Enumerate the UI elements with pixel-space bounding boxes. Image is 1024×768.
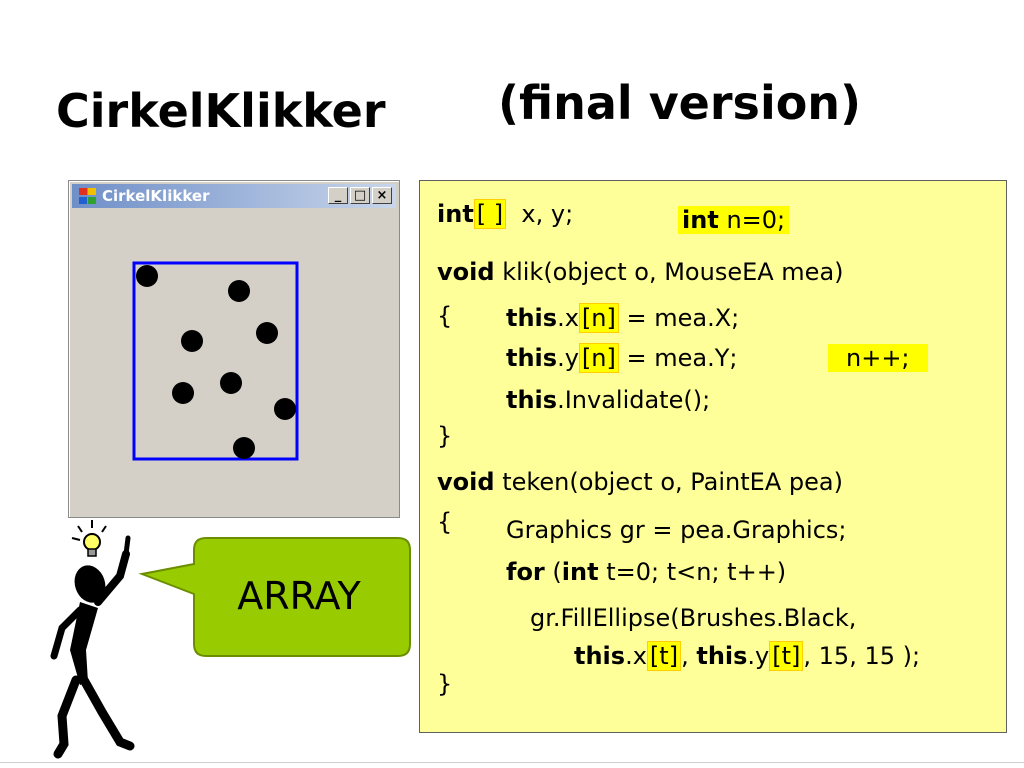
code-line-8: for (int t=0; t<n; t++) [506, 557, 786, 587]
code-box: int[ ] x, y; int n=0; void klik(object o… [419, 180, 1007, 733]
keyword: this [506, 344, 558, 372]
speech-bubble [138, 537, 411, 657]
keyword: this [506, 304, 558, 332]
code-text: .Invalidate(); [557, 386, 711, 414]
code-text: n=0; [726, 206, 786, 234]
code-brace: { [437, 508, 453, 536]
code-line-1b: int n=0; [678, 205, 790, 235]
code-text: = mea.Y; [626, 344, 738, 372]
code-text: teken(object o, PaintEA pea) [502, 468, 843, 496]
minimize-button[interactable]: _ [328, 187, 348, 204]
code-line-4: this.y[n] = mea.Y; [506, 343, 737, 373]
code-line-7: Graphics gr = pea.Graphics; [506, 516, 847, 544]
slide-title: CirkelKlikker [56, 84, 386, 138]
lightbulb-icon [71, 520, 107, 557]
dot [256, 322, 278, 344]
keyword: this [506, 386, 558, 414]
keyword: void [437, 468, 495, 496]
code-text: .y [747, 642, 770, 670]
code-brace: } [437, 670, 453, 698]
code-brace: { [437, 302, 453, 330]
dot [181, 330, 203, 352]
array-highlight: [n] [578, 343, 619, 373]
code-text: .x [557, 304, 579, 332]
code-line-9: gr.FillEllipse(Brushes.Black, [530, 604, 857, 632]
footer-divider [0, 762, 1024, 763]
keyword: for [506, 558, 545, 586]
keyword: int [682, 206, 719, 234]
array-highlight: [n] [578, 303, 619, 333]
code-text: .y [557, 344, 579, 372]
drawing-canvas[interactable] [69, 181, 399, 517]
code-text: klik(object o, MouseEA mea) [502, 258, 844, 286]
code-text: , 15, 15 ); [803, 642, 921, 670]
code-line-10: this.x[t], this.y[t], 15, 15 ); [574, 641, 920, 671]
code-line-5: this.Invalidate(); [506, 385, 710, 415]
slide-subtitle: (final version) [498, 76, 862, 130]
close-button[interactable]: × [372, 187, 392, 204]
dot [228, 280, 250, 302]
app-icon [78, 187, 98, 205]
dot [220, 372, 242, 394]
keyword: int [561, 558, 599, 586]
code-text: x, y; [521, 200, 574, 228]
code-line-2: void klik(object o, MouseEA mea) [437, 257, 844, 287]
app-window: CirkelKlikker _ □ × [68, 180, 400, 518]
blue-rectangle [132, 261, 299, 461]
stick-figure-illustration [50, 520, 135, 759]
code-line-3: this.x[n] = mea.X; [506, 303, 739, 333]
keyword: int [437, 200, 474, 228]
array-highlight: [t] [646, 641, 682, 671]
keyword: this [696, 642, 748, 670]
dot [233, 437, 255, 459]
window-title: CirkelKlikker [102, 187, 210, 205]
array-highlight: [t] [769, 641, 804, 671]
dot [274, 398, 296, 420]
code-text: .x [625, 642, 647, 670]
dot [136, 265, 158, 287]
code-increment: n++; [828, 343, 928, 373]
dot [172, 382, 194, 404]
code-brace: } [437, 422, 453, 450]
code-text: ( [552, 558, 562, 586]
keyword: void [437, 258, 495, 286]
array-highlight: [ ] [473, 199, 507, 229]
increment-highlight: n++; [828, 344, 928, 372]
keyword: this [574, 642, 626, 670]
code-text: , [681, 642, 689, 670]
code-line-1: int[ ] x, y; [437, 199, 573, 229]
code-text: = mea.X; [626, 304, 740, 332]
code-line-6: void teken(object o, PaintEA pea) [437, 467, 843, 497]
window-title-bar[interactable]: CirkelKlikker _ □ × [72, 184, 396, 208]
code-text: t=0; t<n; t++) [606, 558, 787, 586]
bubble-label: ARRAY [237, 574, 361, 618]
maximize-button[interactable]: □ [350, 187, 370, 204]
